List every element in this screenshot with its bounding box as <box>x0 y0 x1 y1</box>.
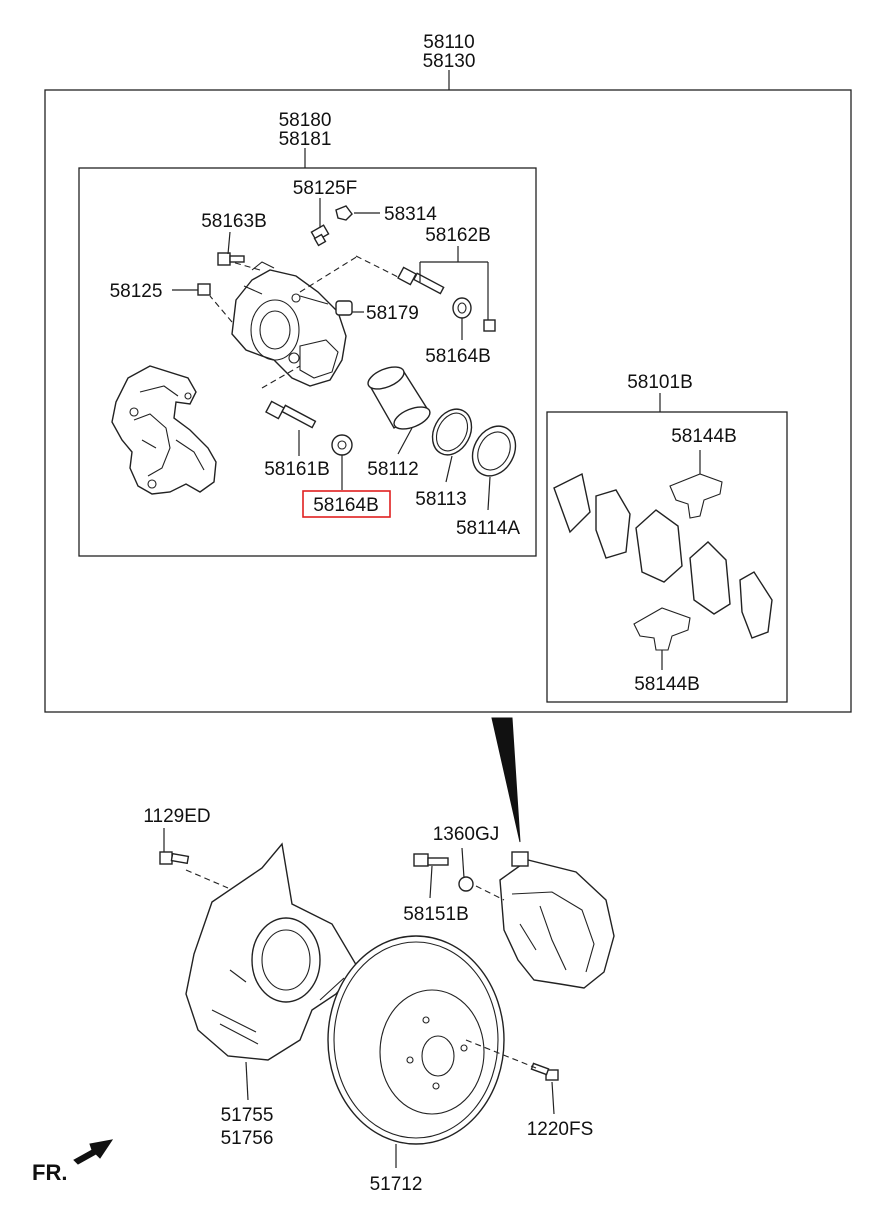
label-58110: 58110 <box>423 32 474 53</box>
label-58101b: 58101B <box>627 372 693 393</box>
piston-boot-part <box>471 425 517 477</box>
pad-kit-frame <box>546 411 788 703</box>
bolt-upper-part <box>217 252 245 266</box>
label-1360gj: 1360GJ <box>433 824 500 845</box>
label-front-direction: FR. <box>32 1160 67 1185</box>
bleeder-cap-part <box>335 205 353 221</box>
label-58163b: 58163B <box>201 211 267 232</box>
piston-seal-part <box>431 408 473 456</box>
label-58164b-highlighted[interactable]: 58164B <box>313 495 379 516</box>
label-1220fs: 1220FS <box>527 1119 594 1140</box>
label-58112: 58112 <box>367 459 418 480</box>
guide-pin-lower-part <box>265 400 317 429</box>
label-58180: 58180 <box>279 110 332 131</box>
brake-pads <box>553 472 773 639</box>
front-direction-arrow-icon <box>73 1139 114 1165</box>
pad-springs <box>633 473 723 651</box>
brake-disc-part <box>327 935 505 1145</box>
caliper-frame <box>78 167 537 557</box>
label-51712: 51712 <box>370 1174 423 1195</box>
label-51755: 51755 <box>221 1105 274 1126</box>
label-58151b: 58151B <box>403 904 469 925</box>
label-58125f: 58125F <box>293 178 357 199</box>
label-58144b-upper: 58144B <box>671 426 737 447</box>
disc-screw-part <box>530 1062 559 1081</box>
dust-cover-bolt-part <box>159 851 190 865</box>
label-58113: 58113 <box>415 489 466 510</box>
plug-part <box>197 283 211 296</box>
label-58144b-lower: 58144B <box>634 674 700 695</box>
label-58161b: 58161B <box>264 459 330 480</box>
label-58125: 58125 <box>110 281 163 302</box>
bushing-part <box>335 300 353 316</box>
label-58314: 58314 <box>384 204 437 225</box>
label-51756: 51756 <box>221 1128 274 1149</box>
washer-part <box>458 876 474 892</box>
boot-upper-part <box>452 297 472 319</box>
assembly-frame <box>44 89 852 713</box>
caliper-bracket <box>111 365 217 495</box>
caliper-bolt-part <box>413 853 449 867</box>
pin-cap-part <box>483 319 496 332</box>
label-58114a: 58114A <box>456 518 520 539</box>
assembly-pointer <box>491 717 521 843</box>
bleeder-screw-part <box>310 224 330 247</box>
label-58130: 58130 <box>423 51 476 72</box>
label-58181: 58181 <box>279 129 332 150</box>
caliper-housing <box>231 261 347 387</box>
piston-part <box>367 366 431 430</box>
label-58162b: 58162B <box>425 225 491 246</box>
caliper-installed-part <box>499 851 615 989</box>
label-1129ed: 1129ED <box>143 806 210 827</box>
boot-lower-part <box>331 434 353 456</box>
label-58164b-upper: 58164B <box>425 346 491 367</box>
label-58179: 58179 <box>366 303 419 324</box>
guide-pin-upper-part <box>397 266 445 295</box>
highlight-box <box>302 490 391 518</box>
dust-cover-part <box>185 842 359 1061</box>
